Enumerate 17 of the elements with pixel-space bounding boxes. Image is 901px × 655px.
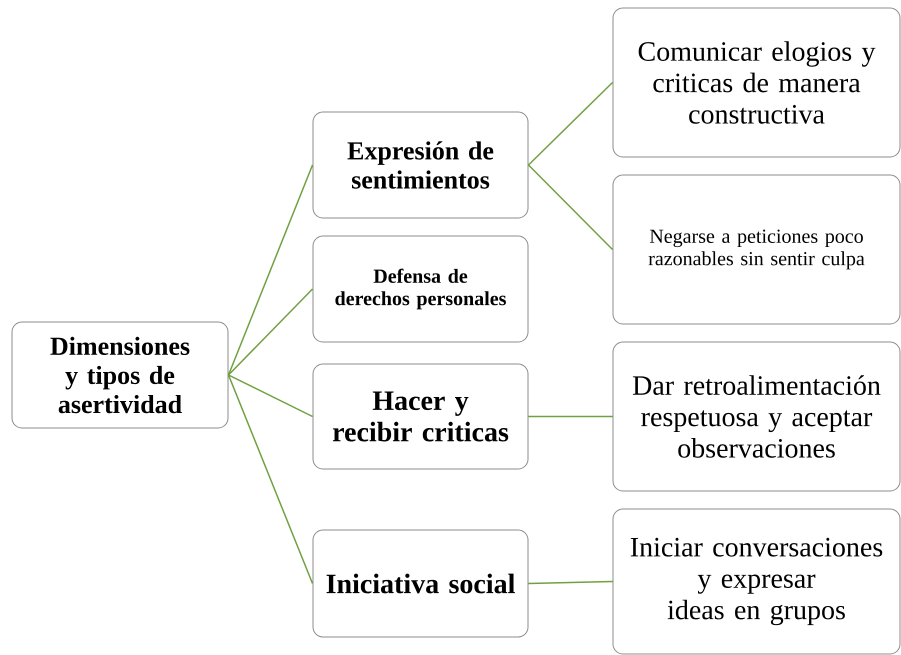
connector-line [228,374,313,418]
connector-line [228,374,314,584]
text-box: Dar retroalimentación respetuosa y aceptar observaciones [612,342,900,492]
text-box: Iniciativa social [312,530,528,638]
connector-line [528,82,614,166]
text-box: Expresión de sentimientos [312,112,528,218]
connector-line [528,164,614,250]
connector-line [528,416,612,418]
connector-line [228,164,314,376]
text-box: Comunicar elogios y criticas de manera constructiva [612,8,900,158]
connector-line [528,580,613,584]
text-box: Defensa de derechos personales [312,236,528,342]
text-box: Negarse a peticiones poco razonables sin sentir culpa [612,174,900,324]
text-box: Dimensiones y tipos de asertividad [12,322,228,428]
text-box: Iniciar conversaciones y expresar ideas en grupos [612,508,900,654]
text-box: Hacer y recibir criticas [312,364,528,470]
connector-line [228,288,314,376]
